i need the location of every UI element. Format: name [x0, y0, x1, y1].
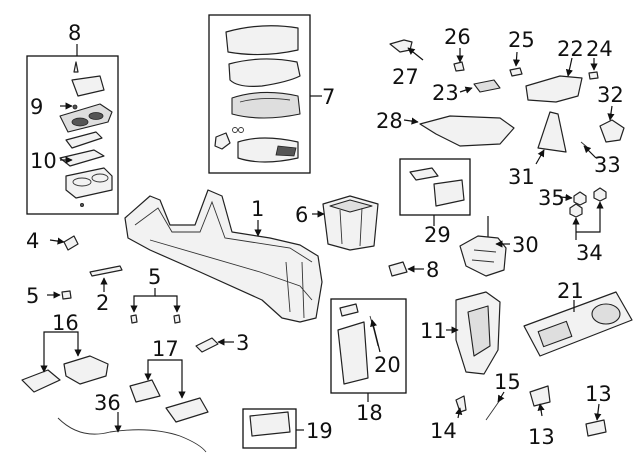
strip-2	[89, 265, 123, 277]
clip-27	[453, 61, 465, 72]
callout-1: 1	[251, 197, 264, 221]
trim-panel-23	[525, 75, 583, 103]
cupholder-17b	[63, 355, 109, 385]
callout-30: 29	[424, 223, 451, 247]
callout-18: 17	[152, 337, 179, 361]
cover-24	[473, 79, 501, 93]
storage-bin	[322, 195, 379, 251]
pin-16	[485, 399, 501, 421]
callout-4: 4	[26, 229, 39, 253]
clip-5b	[173, 314, 181, 324]
callout-9: 8	[68, 21, 81, 45]
callout-8: 8	[426, 258, 439, 282]
nut-36	[573, 191, 587, 206]
callout-32: 31	[508, 165, 535, 189]
callout-labels: 8 9 10 7 1 6 8 4 5 2 5 3 26 25 22 24 27 …	[26, 21, 624, 449]
callout-5-left: 5	[26, 284, 39, 308]
callout-16: 15	[494, 370, 521, 394]
callout-37: 36	[94, 391, 121, 415]
shift-indicator-panel	[455, 291, 501, 375]
leader-lines	[40, 44, 615, 433]
latch-parts	[409, 167, 465, 207]
callout-36: 35	[538, 186, 565, 210]
pad-20	[249, 411, 291, 437]
callout-5: 5	[148, 265, 161, 289]
group-box-20	[242, 408, 297, 449]
callout-34: 33	[594, 153, 621, 177]
clip-5-left	[61, 290, 72, 300]
switch-13	[529, 385, 551, 407]
cupholder-18a	[129, 379, 161, 403]
bracket-4	[63, 235, 79, 251]
armrest-lid-parts	[214, 25, 301, 163]
callout-28: 27	[392, 65, 419, 89]
switch-28	[389, 39, 413, 53]
bracket-3	[195, 337, 219, 353]
bolt-15	[455, 395, 467, 413]
callout-14: 13	[585, 382, 612, 406]
callout-6: 6	[295, 203, 308, 227]
callout-3: 3	[236, 331, 249, 355]
cap-14	[585, 419, 607, 437]
callout-31: 30	[512, 233, 539, 257]
callout-22: 21	[557, 279, 584, 303]
callout-33: 32	[597, 83, 624, 107]
callout-12: 11	[420, 319, 447, 343]
cupholder-18b	[165, 397, 209, 423]
bezel-19	[337, 321, 369, 385]
bulb-25	[588, 71, 599, 80]
callout-15: 14	[430, 419, 457, 443]
switch-panel	[523, 291, 633, 357]
callout-2: 2	[96, 291, 109, 315]
clip-19	[339, 303, 359, 317]
callout-21: 20	[374, 353, 401, 377]
callout-20: 19	[306, 419, 333, 443]
callout-10: 9	[30, 95, 43, 119]
nut-35b	[593, 187, 607, 202]
clip-5a	[130, 314, 138, 324]
callout-26: 25	[508, 28, 535, 52]
group-box-7	[208, 14, 311, 174]
mounting-bracket	[419, 115, 515, 147]
shift-knob	[599, 119, 625, 143]
callout-7: 7	[322, 85, 335, 109]
bracket-8	[388, 261, 408, 277]
callout-25: 24	[586, 37, 613, 61]
shift-boot	[537, 111, 567, 153]
callout-35: 34	[576, 241, 603, 265]
callout-27: 26	[444, 25, 471, 49]
callout-13: 13	[528, 425, 555, 449]
callout-17: 16	[52, 311, 79, 335]
cupholder-17a	[21, 369, 61, 393]
center-console-body	[124, 189, 323, 323]
callout-11: 10	[30, 149, 57, 173]
group-box-30	[399, 158, 471, 216]
clip-26	[509, 67, 523, 77]
callout-24: 23	[432, 81, 459, 105]
nut-35a	[569, 203, 583, 218]
cupholder-trim-parts	[59, 61, 113, 207]
callout-29: 28	[376, 109, 403, 133]
shifter-assembly	[459, 216, 507, 277]
group-box-9	[26, 55, 119, 215]
callout-23: 22	[557, 37, 584, 61]
wiring-harness	[57, 417, 207, 453]
callout-19: 18	[356, 401, 383, 425]
